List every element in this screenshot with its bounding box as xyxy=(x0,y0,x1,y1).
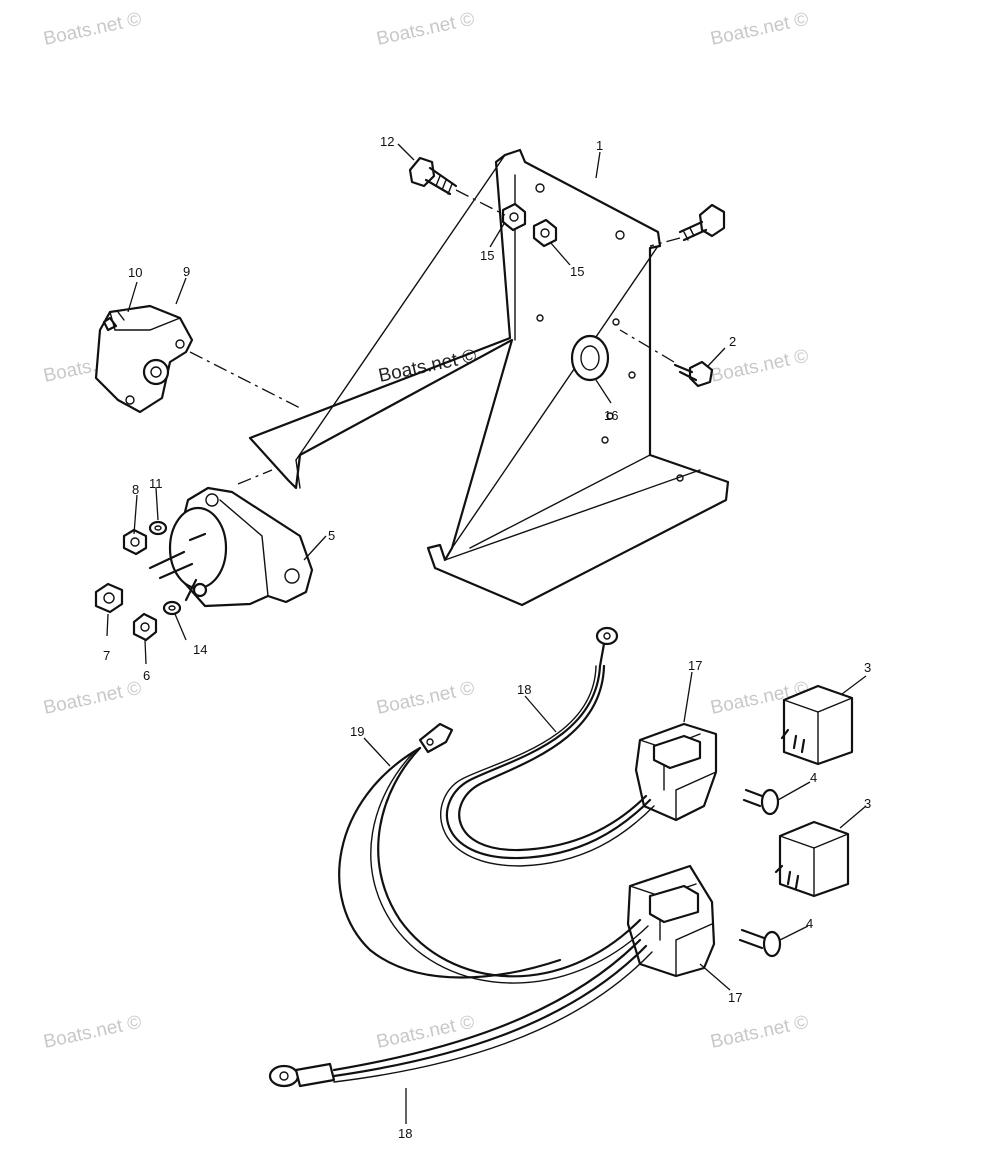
callout-8: 8 xyxy=(132,482,139,497)
watermark: Boats.net © xyxy=(709,9,811,50)
callout-1: 1 xyxy=(596,138,603,153)
callout-4: 4 xyxy=(810,770,817,785)
callout-3: 3 xyxy=(864,660,871,675)
screw-2 xyxy=(619,329,714,388)
callout-7: 7 xyxy=(103,648,110,663)
callout-12: 12 xyxy=(380,134,394,149)
wire-harness-18-lower xyxy=(268,938,653,1088)
callout-11: 11 xyxy=(149,476,163,491)
callout-2: 2 xyxy=(729,334,736,349)
callout-9: 9 xyxy=(183,264,190,279)
wire-harness-18-upper xyxy=(440,626,655,867)
circuit-breaker xyxy=(94,304,301,414)
leader-lines xyxy=(106,143,867,1124)
watermark: Boats.net © xyxy=(375,9,477,50)
washer-11 xyxy=(148,520,168,536)
watermark: Boats.net © xyxy=(42,9,144,50)
screw-12 xyxy=(408,156,506,216)
nut-15-right xyxy=(532,218,558,248)
callout-labels: 1 2 3 3 4 4 5 6 7 8 9 10 11 12 14 15 15 … xyxy=(103,134,871,1141)
watermark: Boats.net © xyxy=(709,346,811,387)
callout-18: 18 xyxy=(398,1126,412,1141)
washer-14 xyxy=(162,600,182,616)
relay-lower xyxy=(774,820,850,898)
callout-6: 6 xyxy=(143,668,150,683)
screw-4-lower xyxy=(738,928,782,958)
grommet xyxy=(570,334,610,382)
watermark: Boats.net © xyxy=(375,1012,477,1053)
callout-10: 10 xyxy=(128,265,142,280)
solenoid xyxy=(148,469,314,608)
relay-socket-upper xyxy=(634,722,718,822)
callout-17: 17 xyxy=(688,658,702,673)
callout-3: 3 xyxy=(864,796,871,811)
nut-15-left xyxy=(501,202,527,232)
callout-18: 18 xyxy=(517,682,531,697)
callout-15: 15 xyxy=(570,264,584,279)
relay-socket-lower xyxy=(626,864,716,978)
callout-5: 5 xyxy=(328,528,335,543)
wire-19 xyxy=(338,722,649,984)
callout-17: 17 xyxy=(728,990,742,1005)
screw-4-upper xyxy=(742,788,780,816)
watermark: Boats.net © xyxy=(42,678,144,719)
watermark: Boats.net © xyxy=(709,1012,811,1053)
nut-6 xyxy=(132,612,158,642)
relay-upper xyxy=(780,684,854,766)
screw-10 xyxy=(102,311,125,332)
screw-bracket-top xyxy=(649,203,726,247)
callout-16: 16 xyxy=(604,408,618,423)
callout-15: 15 xyxy=(480,248,494,263)
nut-8 xyxy=(122,528,148,556)
callout-19: 19 xyxy=(350,724,364,739)
watermark: Boats.net © xyxy=(42,1012,144,1053)
callout-14: 14 xyxy=(193,642,207,657)
nut-7 xyxy=(94,582,124,614)
mounting-bracket xyxy=(248,148,730,607)
watermark: Boats.net © xyxy=(375,678,477,719)
callout-4: 4 xyxy=(806,916,813,931)
